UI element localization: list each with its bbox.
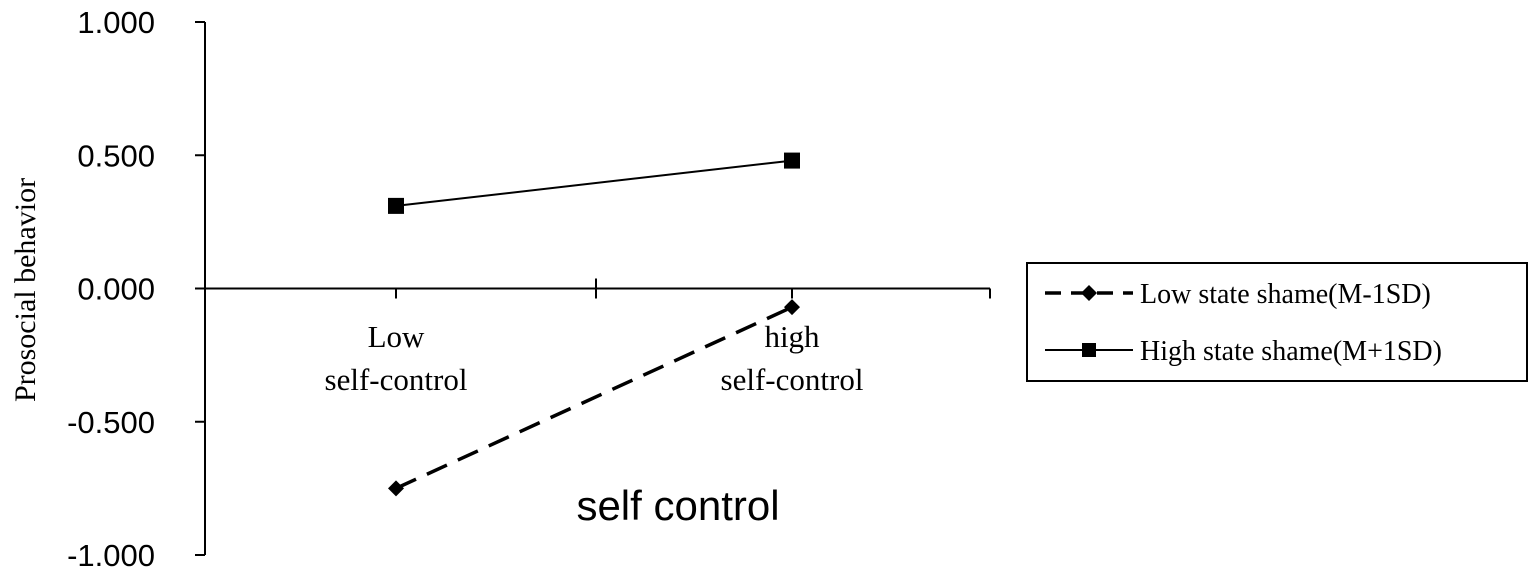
legend-label: High state shame(M+1SD) (1140, 336, 1442, 367)
series-line (395, 159, 793, 207)
y-tick-label: -1.000 (67, 538, 155, 573)
y-ticks: 1.000 0.500 0.000 -0.500 -1.000 (67, 5, 205, 573)
legend-entry: Low state shame(M-1SD) (1045, 279, 1431, 310)
x-axis-label: self control (576, 482, 779, 529)
legend-box (1026, 262, 1528, 382)
data-point-square (1082, 343, 1096, 357)
data-point-diamond (1081, 285, 1097, 301)
legend-label: Low state shame(M-1SD) (1140, 279, 1431, 310)
data-point-diamond (388, 480, 404, 497)
series-group (388, 152, 800, 497)
series-1 (388, 299, 800, 497)
y-tick-label: 0.000 (77, 272, 155, 307)
legend: Low state shame(M-1SD) High state shame(M… (1026, 262, 1528, 382)
data-point-diamond (784, 299, 800, 316)
series-2 (388, 152, 800, 214)
y-axis-label: Prosocial behavior (9, 178, 42, 402)
y-tick-label: 0.500 (77, 138, 155, 173)
y-tick-label: -0.500 (67, 405, 155, 440)
y-tick-label: 1.000 (77, 5, 155, 40)
legend-entry: High state shame(M+1SD) (1045, 336, 1442, 367)
data-point-square (784, 152, 800, 169)
data-point-square (388, 197, 404, 214)
series-line (395, 305, 793, 490)
